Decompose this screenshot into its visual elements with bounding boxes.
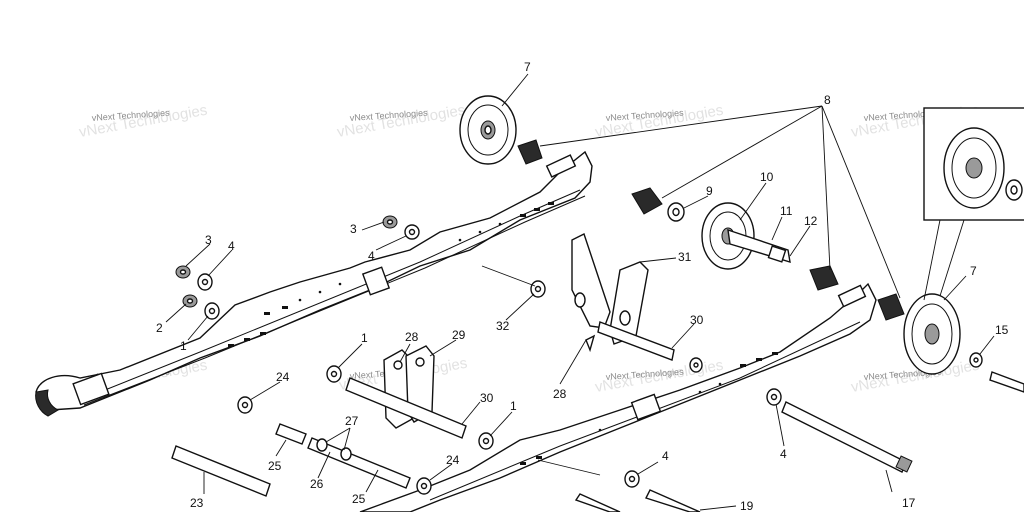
nut-group — [175, 215, 398, 308]
inset-detail — [923, 107, 1024, 301]
callout: 28 — [553, 387, 567, 401]
callout: 4 — [662, 449, 669, 463]
leader-lines — [165, 73, 995, 511]
callout: 11 — [780, 204, 793, 218]
callout: 26 — [310, 477, 324, 491]
callout: 17 — [902, 496, 916, 510]
torque-arm-bracket — [571, 233, 675, 361]
callout: 1 — [180, 339, 187, 353]
rail-holes — [228, 202, 554, 347]
callout: 32 — [496, 319, 510, 333]
callout: 4 — [228, 239, 235, 253]
callout: 10 — [760, 170, 774, 184]
callout: 24 — [276, 370, 290, 384]
callout: 3 — [205, 233, 212, 247]
callout: 15 — [995, 323, 1009, 337]
callout: 4 — [780, 447, 787, 461]
callout: 19 — [740, 499, 754, 512]
idler-wheel-top — [459, 95, 517, 165]
callout: 7 — [970, 264, 977, 278]
shaft-group — [171, 334, 1024, 512]
callout: 24 — [446, 453, 460, 467]
callout: 30 — [480, 391, 494, 405]
idler-wheel-center — [701, 202, 791, 270]
callout-labels: 7 8 9 10 11 12 3 4 3 4 2 1 31 32 28 29 1… — [156, 60, 1009, 512]
callout: 1 — [510, 399, 517, 413]
callout: 25 — [268, 459, 282, 473]
idler-wheel-right — [903, 293, 961, 375]
callout: 8 — [824, 93, 831, 107]
callout: 30 — [690, 313, 704, 327]
callout: 27 — [345, 414, 359, 428]
callout: 9 — [706, 184, 713, 198]
callout: 4 — [368, 249, 375, 263]
callout: 12 — [804, 214, 818, 228]
callout: 2 — [156, 321, 163, 335]
callout: 23 — [190, 496, 204, 510]
callout: 25 — [352, 492, 366, 506]
right-slide-rail — [359, 282, 877, 512]
left-slide-rail — [35, 150, 593, 417]
callout: 29 — [452, 328, 466, 342]
bushing-group — [517, 139, 905, 321]
callout: 28 — [405, 330, 419, 344]
callout: 7 — [524, 60, 531, 74]
callout: 1 — [361, 331, 368, 345]
callout: 3 — [350, 222, 357, 236]
callout: 31 — [678, 250, 692, 264]
washer-group — [197, 202, 983, 495]
